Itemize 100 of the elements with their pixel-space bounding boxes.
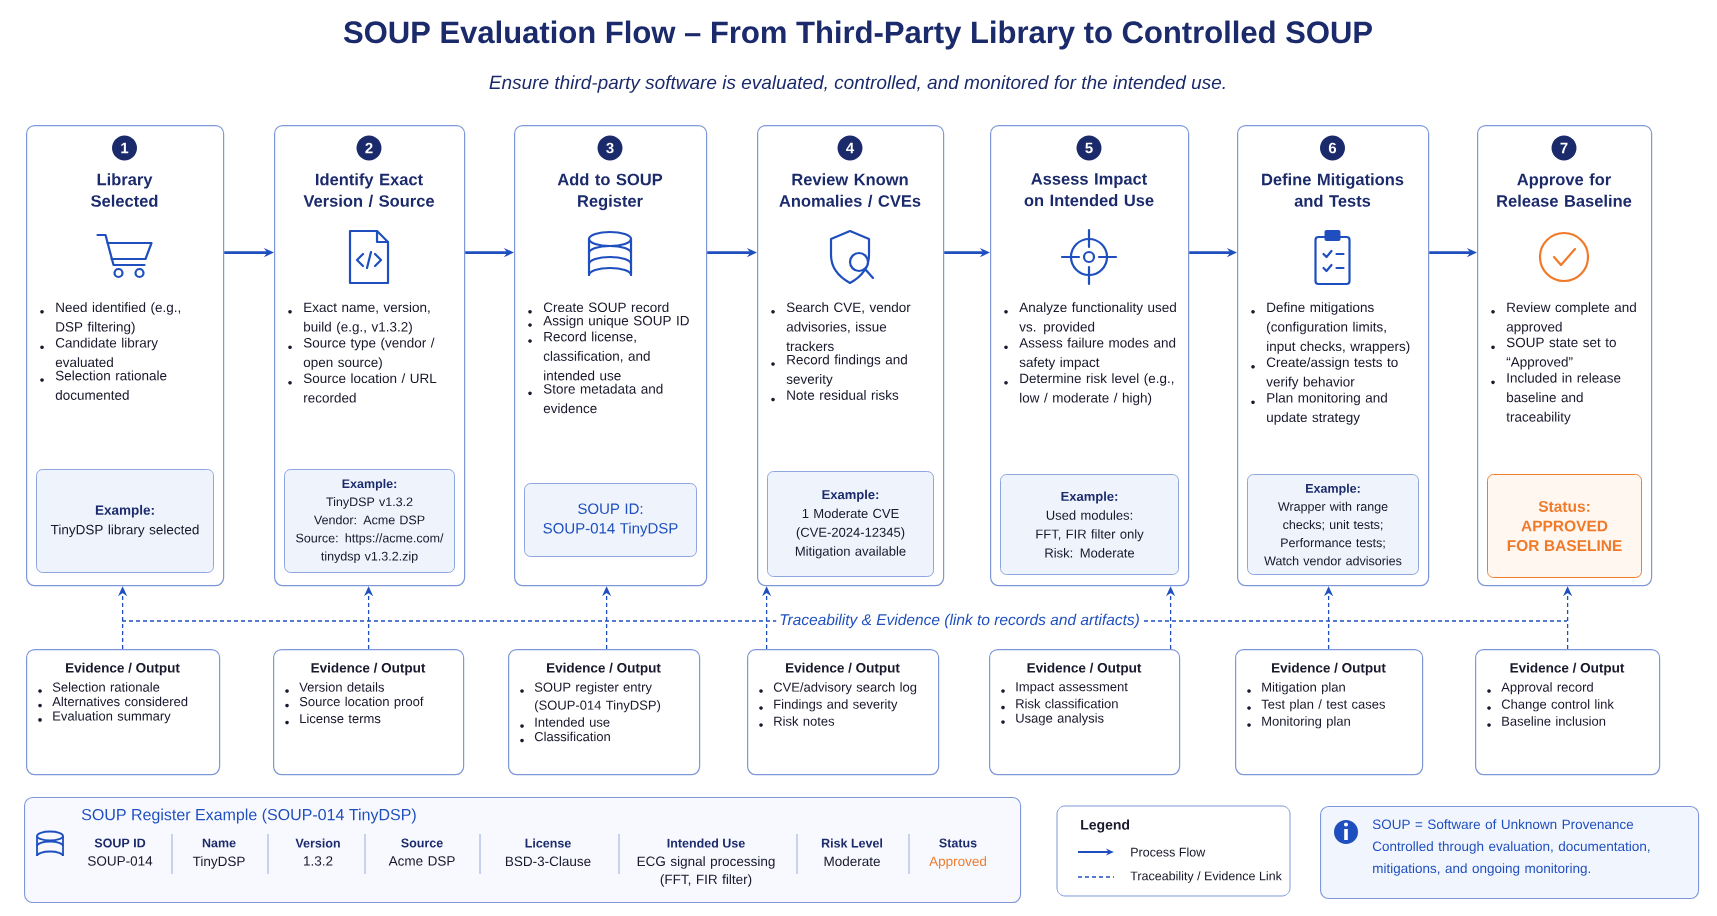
bullet-item: CVE/advisory search log [759, 682, 917, 695]
table-entry: TinyDSP [192, 856, 245, 869]
legend-box: Legend Process Flow Traceability / Evidence Link [1056, 805, 1291, 897]
evidence-box: Evidence / Output Approval record Change control link Baseline inclusion [1475, 649, 1661, 776]
example-box: Status: APPROVED FOR BASELINE [1487, 474, 1642, 578]
bullet-item: Change control link [1487, 699, 1614, 712]
table-entry: BSD-3-Clause [506, 856, 591, 867]
example-box: Example: TinyDSP library selected [36, 469, 214, 573]
bullet-item: Assign unique SOUP ID [528, 315, 689, 329]
bullet-item: Note residual risks [771, 390, 899, 402]
column-header: SOUP ID [94, 838, 146, 848]
step-card [990, 125, 1190, 587]
bullet-item: Approval record [1487, 682, 1593, 695]
step-card [757, 125, 945, 587]
column-header: Risk Level [821, 838, 883, 848]
step-title: Identify Exact Version / Source [303, 173, 434, 207]
bullet-item: Source location / URL recorded [288, 373, 437, 403]
bullet-item: Create/assign tests to verify behavior [1251, 357, 1398, 390]
legend-text: Process Flow [1131, 847, 1206, 857]
bullet-item: Source type (vendor / open source) [288, 337, 435, 370]
number-badge: 5 [1076, 135, 1102, 161]
bullet-item: Classification [520, 731, 610, 743]
bullet-item: Evaluation summary [38, 711, 171, 724]
column-header: Intended Use [667, 838, 745, 848]
evidence-box: Evidence / Output Selection rationale Alternatives considered Evaluation summary [26, 649, 221, 776]
evidence-box: Evidence / Output SOUP register entry (SOUP-014 TinyDSP) Intended use Classification [508, 649, 701, 776]
bullet-item: Selection rationale [38, 682, 160, 693]
bullet-item: Risk classification [1001, 698, 1118, 710]
table-entry: ECG signal processing (FFT, FIR filter) [637, 856, 775, 887]
step-title: Add to SOUP Register [557, 173, 663, 211]
bullet-item: Intended use [520, 717, 610, 728]
legend-text: Traceability / Evidence Link [1130, 871, 1282, 883]
example-box: Example: Used modules: FFT, FIR filter only Risk: Moderate [1000, 474, 1179, 575]
column-header: License [525, 838, 571, 848]
bullet-item: Candidate library evaluated [40, 337, 158, 368]
table-entry: Moderate [824, 856, 880, 867]
step-title: Library Selected [91, 173, 158, 207]
bullet-item: Baseline inclusion [1487, 716, 1606, 727]
step-title: Define Mitigations and Tests [1262, 173, 1404, 207]
subtitle: Ensure third-party software is evaluated, controlled, and monitored for the intended use. [489, 75, 1225, 93]
table-entry: SOUP-014 [88, 856, 153, 866]
evidence-box: Evidence / Output CVE/advisory search log Findings and severity Risk notes [747, 649, 940, 776]
evidence-box: Evidence / Output Mitigation plan Test plan / test cases Monitoring plan [1235, 649, 1424, 776]
bullet-item: Alternatives considered [38, 696, 188, 708]
step-title: Approve for Release Baseline [1497, 173, 1632, 207]
column-header: Version [295, 838, 340, 848]
table-title: SOUP Register Example (SOUP-014 TinyDSP) [81, 808, 416, 824]
column-header: Name [202, 838, 236, 848]
column-header: Source [401, 838, 443, 848]
number-badge: 4 [837, 135, 863, 161]
bullet-item: Create SOUP record [528, 302, 669, 314]
number-badge: 2 [356, 135, 382, 161]
column-header: Status [939, 838, 977, 848]
bullet-item: SOUP state set to “Approved” [1491, 337, 1616, 370]
info-box: SOUP = Software of Unknown Provenance Controlled through evaluation, documentation, mitigations, and ongoing monitoring. [1320, 806, 1700, 900]
step-title: Assess Impact on Intended Use [1024, 173, 1154, 207]
table-entry: 1.3.2 [304, 856, 333, 866]
step-card [274, 125, 466, 587]
number-badge: 7 [1551, 135, 1577, 161]
bullet-item: Source location proof [285, 696, 424, 709]
number-badge: 1 [112, 135, 137, 161]
trunk-label: Traceability & Evidence (link to records and artifacts) [776, 610, 1143, 632]
bullet-item: Store metadata and evidence [528, 383, 663, 414]
bullet-item: Analyze functionality used vs. provided [1004, 302, 1176, 335]
bullet-item: Need identified (e.g., DSP filtering) [40, 302, 181, 335]
bullet-item: Usage analysis [1001, 713, 1104, 726]
bullet-item: Selection rationale documented [40, 370, 167, 400]
bullet-item: Impact assessment [1001, 682, 1128, 694]
evidence-box: Evidence / Output Version details Source location proof License terms [273, 649, 465, 776]
bullet-item: Test plan / test cases [1247, 699, 1385, 712]
step-title: Review Known Anomalies / CVEs [779, 173, 921, 207]
bullet-item: Mitigation plan [1247, 682, 1345, 695]
bullet-item: License terms [285, 713, 381, 725]
bullet-item: SOUP register entry (SOUP-014 TinyDSP) [520, 682, 661, 713]
bullet-item: Plan monitoring and update strategy [1251, 392, 1387, 425]
number-badge: 6 [1320, 135, 1345, 161]
number-badge: 3 [597, 135, 623, 161]
table-entry: Acme DSP [388, 856, 455, 866]
example-box: Example: TinyDSP v1.3.2 Vendor: Acme DSP Source: https://acme.com/ tinydsp v1.3.2.zip [284, 469, 455, 573]
evidence-box: Evidence / Output Impact assessment Risk classification Usage analysis [989, 649, 1181, 776]
bullet-item: Assess failure modes and safety impact [1004, 337, 1176, 370]
bullet-item: Record findings and severity [771, 354, 907, 387]
bullet-item: Version details [285, 682, 384, 693]
example-box: Example: 1 Moderate CVE (CVE-2024-12345) Mitigation available [767, 471, 934, 577]
bullet-item: Included in release baseline and traceability [1491, 372, 1621, 425]
bullet-item: Define mitigations (configuration limits, input checks, wrappers) [1251, 302, 1410, 354]
bullet-item: Record license, classification, and intended use [528, 331, 650, 381]
step-card [26, 125, 225, 587]
bullet-item: Risk notes [759, 716, 835, 727]
example-box: SOUP ID: SOUP-014 TinyDSP [524, 483, 697, 557]
bullet-item: Monitoring plan [1247, 716, 1350, 729]
bullet-item: Findings and severity [759, 699, 898, 712]
bullet-item: Determine risk level (e.g., low / moderate / high) [1004, 373, 1174, 406]
step-card [1237, 125, 1430, 587]
bullet-item: Search CVE, vendor advisories, issue trackers [771, 302, 911, 352]
bullet-item: Review complete and approved [1491, 302, 1636, 335]
title: SOUP Evaluation Flow – From Third-Party Library to Controlled SOUP [343, 20, 1372, 50]
table-entry: Approved [929, 856, 986, 869]
register-table [24, 797, 1022, 904]
example-box: Example: Wrapper with range checks; unit tests; Performance tests; Watch vendor advisories [1247, 474, 1419, 575]
